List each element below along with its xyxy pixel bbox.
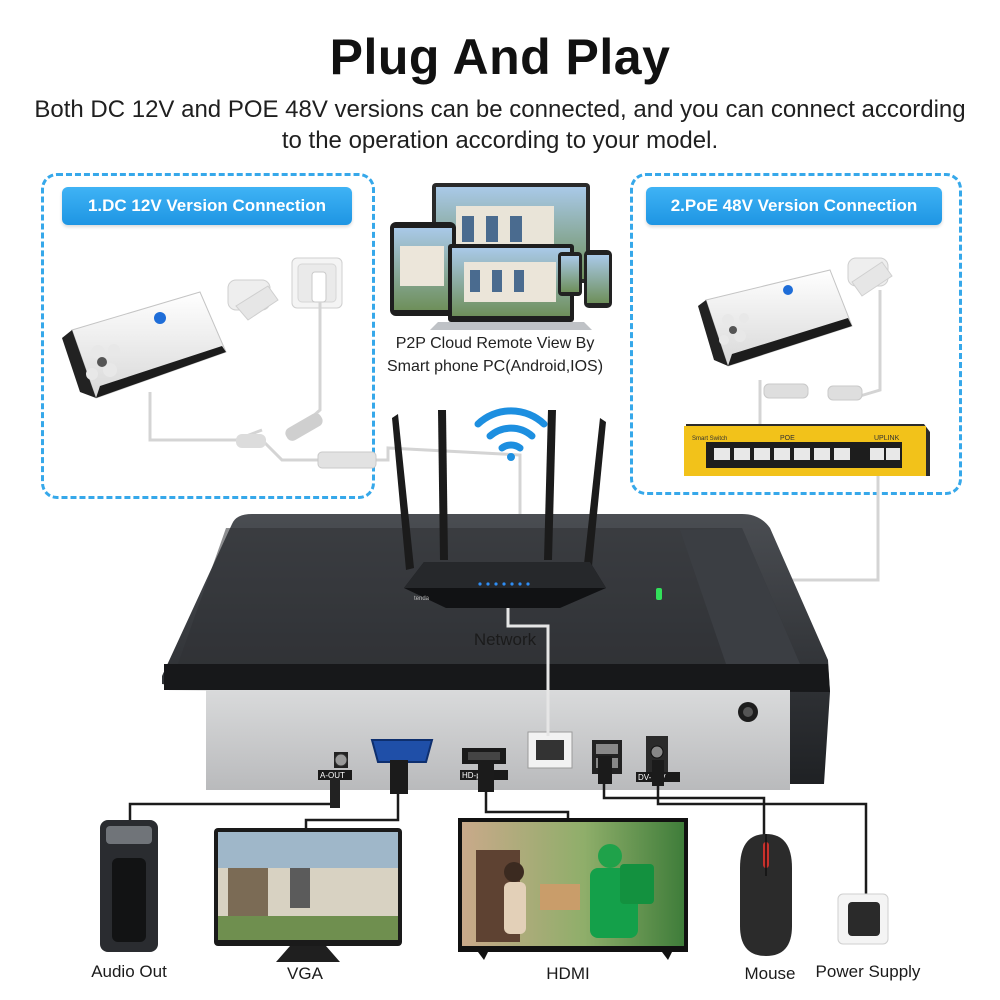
switch-uplink-label: UPLINK xyxy=(874,435,900,442)
power-adapter xyxy=(837,893,889,945)
poe-switch: POE UPLINK Smart Switch xyxy=(684,424,930,476)
rj45-connector xyxy=(317,451,377,469)
wifi-router: tenda xyxy=(392,410,606,608)
network-cable xyxy=(506,608,550,736)
dc-panel xyxy=(41,173,375,499)
audio-plug xyxy=(330,778,340,808)
audio-out-label: Audio Out xyxy=(91,962,167,981)
mouse-device xyxy=(740,834,792,956)
poe-version-label: 2.PoE 48V Version Connection xyxy=(646,187,942,225)
switch-poe-label: POE xyxy=(780,435,795,442)
splitter xyxy=(236,434,266,448)
remote-view-caption: P2P Cloud Remote View By Smart phone PC(… xyxy=(360,332,630,378)
vga-plug xyxy=(390,760,408,794)
port-hdmi-label: HD-port xyxy=(462,771,491,780)
poe-coupler xyxy=(827,385,863,401)
wifi-icon xyxy=(474,407,548,461)
hdmi-tv xyxy=(458,818,688,960)
usb-plug xyxy=(598,756,612,784)
dc-plug xyxy=(652,760,664,786)
dc-version-label: 1.DC 12V Version Connection xyxy=(62,187,352,225)
remote-caption-line1: P2P Cloud Remote View By xyxy=(395,335,595,352)
nvr-recorder xyxy=(162,514,830,790)
vga-label: VGA xyxy=(287,964,323,983)
page-subtitle: Both DC 12V and POE 48V versions can be … xyxy=(34,96,966,154)
network-label: Network xyxy=(473,630,537,649)
poe-camera xyxy=(698,257,893,367)
peripheral-cables xyxy=(128,780,868,896)
dc-camera xyxy=(62,279,279,399)
vga-monitor xyxy=(214,828,402,962)
switch-brand: Smart Switch xyxy=(692,436,727,442)
poe-panel xyxy=(630,173,962,495)
speaker-device xyxy=(100,820,158,952)
port-audio-label: A-OUT xyxy=(320,771,345,780)
hdmi-plug xyxy=(478,760,494,792)
wall-socket xyxy=(291,257,343,309)
page-title: Plug And Play xyxy=(329,29,671,85)
remote-devices xyxy=(390,183,612,330)
dc-jack xyxy=(285,413,323,441)
poe-rj45 xyxy=(763,383,809,399)
nvr-status-led xyxy=(656,588,662,600)
router-brand: tenda xyxy=(414,596,430,602)
hdmi-label: HDMI xyxy=(546,964,590,983)
power-supply-label: Power Supply xyxy=(815,962,921,981)
mouse-label: Mouse xyxy=(744,964,796,983)
remote-caption-line2: Smart phone PC(Android,IOS) xyxy=(386,358,604,375)
